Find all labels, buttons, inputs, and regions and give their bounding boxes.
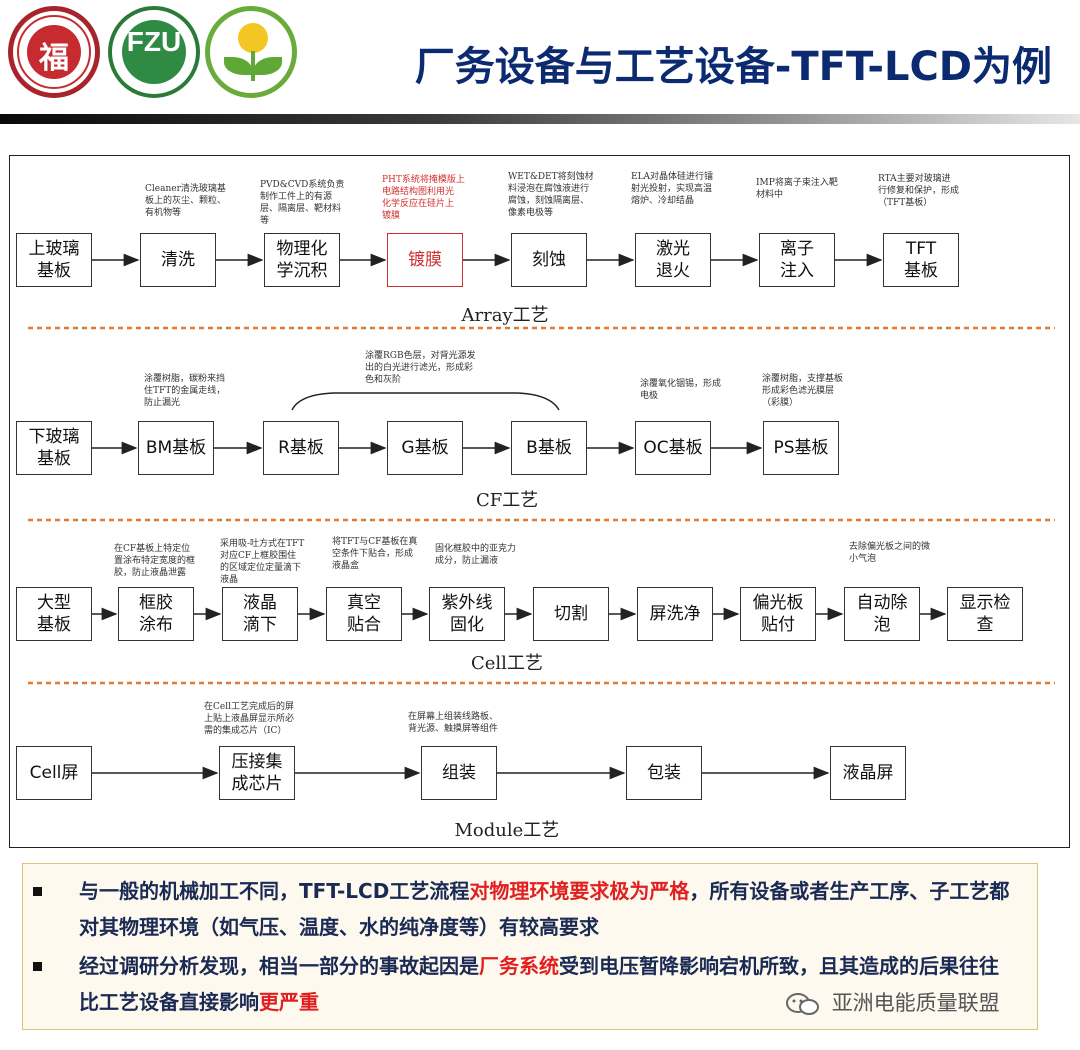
fzu-center-logo: FZU	[108, 6, 200, 98]
cell-step-box: 液晶 滴下	[222, 587, 298, 641]
summary-panel: 与一般的机械加工不同，TFT-LCD工艺流程对物理环境要求极为严格，所有设备或者…	[22, 863, 1038, 1030]
logo-seal	[122, 20, 186, 84]
cf-step-box: BM基板	[138, 421, 214, 475]
logo-glyph: 福	[39, 41, 69, 76]
watermark: 亚洲电能质量联盟	[785, 987, 1000, 1017]
module-step-box: 组装	[421, 746, 497, 800]
logo-seal	[27, 25, 81, 79]
step-note: PHT系统将掩模版上 电路结构图利用光 化学反应在硅片上 镀膜	[382, 175, 465, 221]
array-step-box: 上玻璃 基板	[16, 233, 92, 287]
step-note: 固化框胶中的亚克力 成分，防止漏液	[435, 544, 517, 566]
cf-step-box: G基板	[387, 421, 463, 475]
highlighted-text: 厂务系统	[479, 954, 559, 978]
wechat-icon	[786, 993, 819, 1015]
power-quality-logo	[205, 6, 297, 98]
bullet-marker	[33, 887, 42, 896]
step-note: PVD&CVD系统负责 制作工件上的有源 层、隔离层、靶材料 等	[260, 180, 345, 226]
cell-step-box: 框胶 涂布	[118, 587, 194, 641]
step-note: 在CF基板上特定位 置涂布特定宽度的框 胶，防止液晶泄露	[114, 544, 196, 578]
step-note: 去除偏光板之间的微 小气泡	[849, 542, 931, 564]
rgb-bracket	[291, 392, 560, 411]
stem-icon	[251, 51, 255, 81]
array-step-box: 镀膜	[387, 233, 463, 287]
diagram-connectors	[28, 253, 1055, 780]
cell-step-box: 紫外线 固化	[429, 587, 505, 641]
bullet-text: 与一般的机械加工不同，TFT-LCD工艺流程对物理环境要求极为严格，所有设备或者…	[33, 873, 1013, 945]
cf-step-box: R基板	[263, 421, 339, 475]
section-label-array: Array工艺	[461, 305, 549, 326]
leaf-icon	[224, 57, 252, 75]
array-step-box: 离子 注入	[759, 233, 835, 287]
logo-glyph: FZU	[126, 26, 182, 57]
highlighted-text: 更严重	[259, 990, 319, 1014]
logo-ring	[17, 15, 91, 89]
bullet-item: 经过调研分析发现，相当一部分的事故起因是厂务系统受到电压暂降影响宕机所致，且其造…	[33, 948, 1013, 1020]
bullet-marker	[33, 962, 42, 971]
cell-step-box: 真空 贴合	[326, 587, 402, 641]
cell-step-box: 大型 基板	[16, 587, 92, 641]
step-note: Cleaner清洗玻璃基 板上的灰尘、颗粒、 有机物等	[145, 184, 227, 218]
step-note: 采用吸-吐方式在TFT 对应CF上框胶围住 的区域定位定量滴下 液晶	[220, 539, 305, 585]
cell-step-box: 屏洗净	[637, 587, 713, 641]
bullet-text-part: 受到电压暂降影响宕机所致，且其造成的后果往往比工艺设备直接影响	[79, 954, 999, 1014]
cf-step-box: OC基板	[635, 421, 711, 475]
cf-step-box: 下玻璃 基板	[16, 421, 92, 475]
module-step-box: 压接集 成芯片	[219, 746, 295, 800]
array-step-box: 刻蚀	[511, 233, 587, 287]
process-diagram: 上玻璃 基板清洗物理化 学沉积镀膜刻蚀激光 退火离子 注入 TFT 基板 Clean…	[9, 155, 1070, 848]
bullet-item: 与一般的机械加工不同，TFT-LCD工艺流程对物理环境要求极为严格，所有设备或者…	[33, 873, 1013, 945]
bullet-text-part: ，所有设备或者生产工序、子工艺都对其物理环境（如气压、温度、水的纯净度等）有较高…	[79, 879, 1010, 939]
bullet-text-part: 与一般的机械加工不同，TFT-LCD工艺流程	[79, 879, 470, 903]
step-note: 涂覆RGB色层，对背光源发 出的白光进行滤光，形成彩 色和灰阶	[365, 351, 476, 385]
step-note: 涂覆树脂，支撑基板 形成彩色滤光膜层 （彩膜）	[762, 374, 844, 408]
section-label-module: Module工艺	[454, 820, 560, 841]
cell-step-box: 切割	[533, 587, 609, 641]
highlighted-text: 对物理环境要求极为严格	[469, 879, 690, 903]
leaf-icon	[254, 57, 282, 75]
step-note: WET&DET将刻蚀材 料浸泡在腐蚀液进行 腐蚀，刻蚀隔离层、 像素电极等	[508, 172, 594, 218]
step-note: 将TFT与CF基板在真 空条件下贴合，形成 液晶盒	[332, 537, 418, 571]
watermark-text: 亚洲电能质量联盟	[831, 991, 1000, 1015]
step-note: RTA主要对玻璃进 行修复和保护，形成 （TFT基板）	[878, 174, 960, 208]
array-step-box: 物理化 学沉积	[264, 233, 340, 287]
step-note: 在屏幕上组装线路板、 背光源、触摸屏等组件	[408, 712, 499, 734]
cf-step-box: B基板	[511, 421, 587, 475]
array-step-box: TFT 基板	[883, 233, 959, 287]
module-step-box: 包装	[626, 746, 702, 800]
step-note: ELA对晶体硅进行镭 射光投射，实现高温 熔炉、冷却结晶	[631, 172, 714, 206]
step-note: 在Cell工艺完成后的屏 上贴上液晶屏显示所必 需的集成芯片（IC）	[204, 702, 295, 736]
array-step-box: 清洗	[140, 233, 216, 287]
fzu-university-logo: 福	[8, 6, 100, 98]
bullet-text: 经过调研分析发现，相当一部分的事故起因是厂务系统受到电压暂降影响宕机所致，且其造…	[33, 948, 1013, 1020]
cf-step-box: PS基板	[763, 421, 839, 475]
cell-step-box: 自动除 泡	[844, 587, 920, 641]
array-step-box: 激光 退火	[635, 233, 711, 287]
bullet-text-part: 经过调研分析发现，相当一部分的事故起因是	[79, 954, 479, 978]
step-note: 涂覆树脂，碳粉来挡 住TFT的金属走线， 防止漏光	[144, 374, 226, 408]
step-note: 涂覆氧化铟锡，形成 电极	[640, 379, 722, 401]
module-step-box: Cell屏	[16, 746, 92, 800]
header-divider	[0, 114, 1080, 124]
cell-step-box: 显示检 查	[947, 587, 1023, 641]
section-label-cell: Cell工艺	[471, 653, 543, 674]
section-label-cf: CF工艺	[476, 490, 539, 511]
page-title: 厂务设备与工艺设备-TFT-LCD为例	[414, 44, 1052, 90]
lightbulb-icon	[238, 23, 268, 53]
step-note: IMP将离子束注入靶 材料中	[756, 178, 838, 200]
cell-step-box: 偏光板 贴付	[740, 587, 816, 641]
module-step-box: 液晶屏	[830, 746, 906, 800]
